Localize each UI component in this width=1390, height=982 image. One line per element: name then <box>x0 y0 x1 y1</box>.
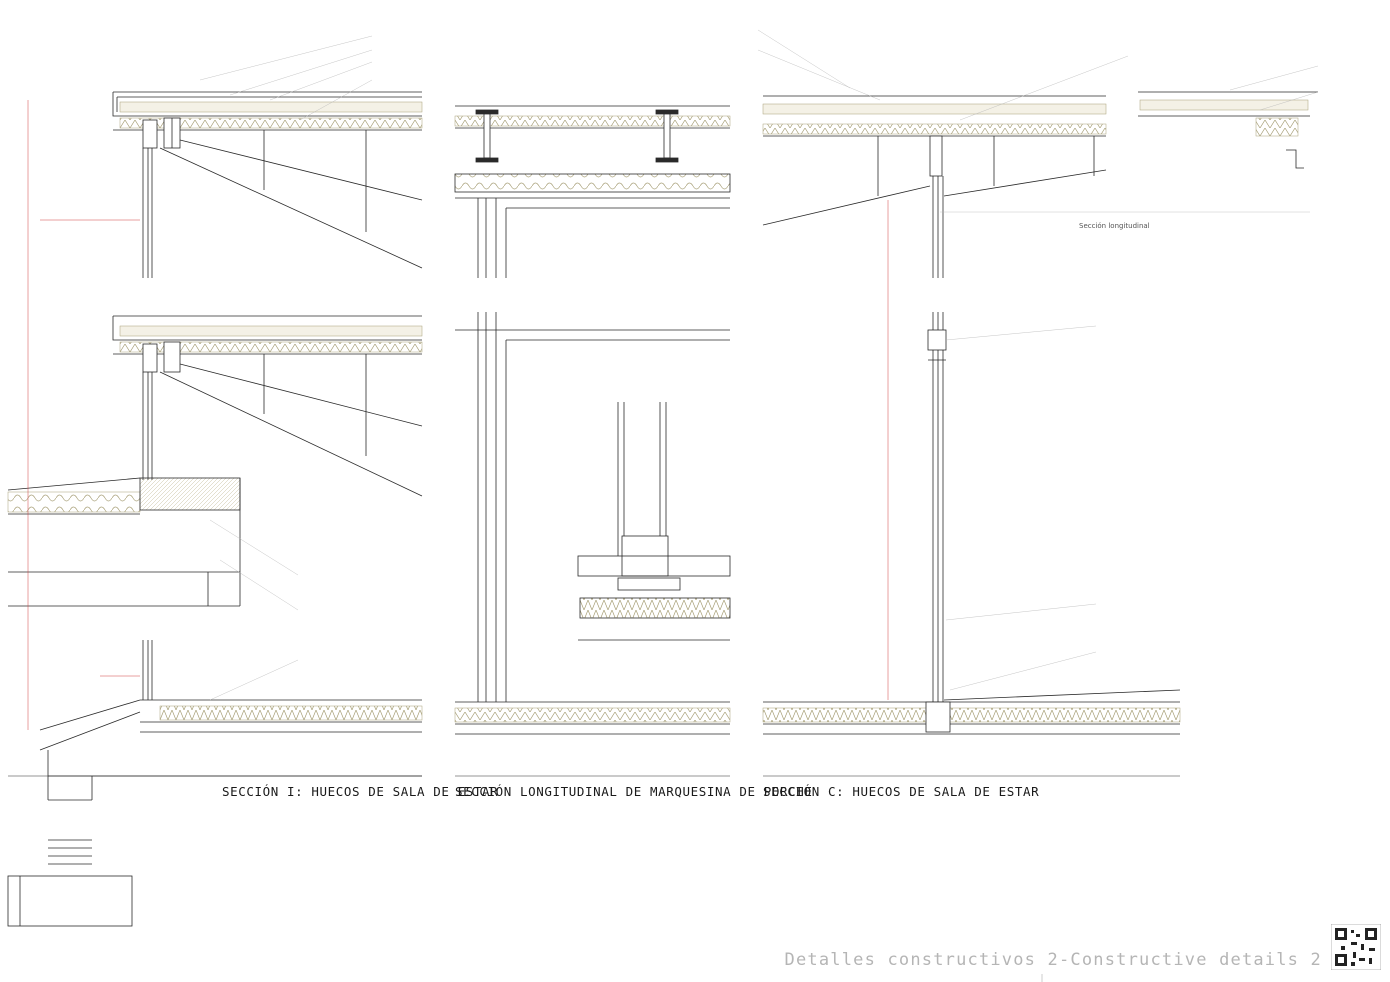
roof-detail-top <box>112 91 423 278</box>
section-c-drawing <box>762 91 1318 735</box>
sheet-title: Detalles constructivos 2-Constructive de… <box>784 950 1322 970</box>
roof-detail-middle <box>7 315 423 607</box>
leader-lines-1 <box>199 35 373 701</box>
section-1-drawing <box>7 35 423 927</box>
leader-lines-c <box>757 29 1319 691</box>
section-longitudinal-drawing <box>454 105 731 735</box>
section-c-title: SECCIÓN C: HUECOS DE SALA DE ESTAR <box>763 784 1040 799</box>
dimension-lines-1 <box>27 100 140 730</box>
section-1-title: SECCIÓN I: HUECOS DE SALA DE ESTAR <box>222 784 499 799</box>
seccion-longitudinal-label: Sección longitudinal <box>1079 222 1150 230</box>
section-longitudinal-title: SECCIÓN LONGITUDINAL DE MARQUESINA DE PO… <box>455 784 813 799</box>
qr-code-icon <box>1331 924 1381 970</box>
floor-detail <box>7 640 423 927</box>
